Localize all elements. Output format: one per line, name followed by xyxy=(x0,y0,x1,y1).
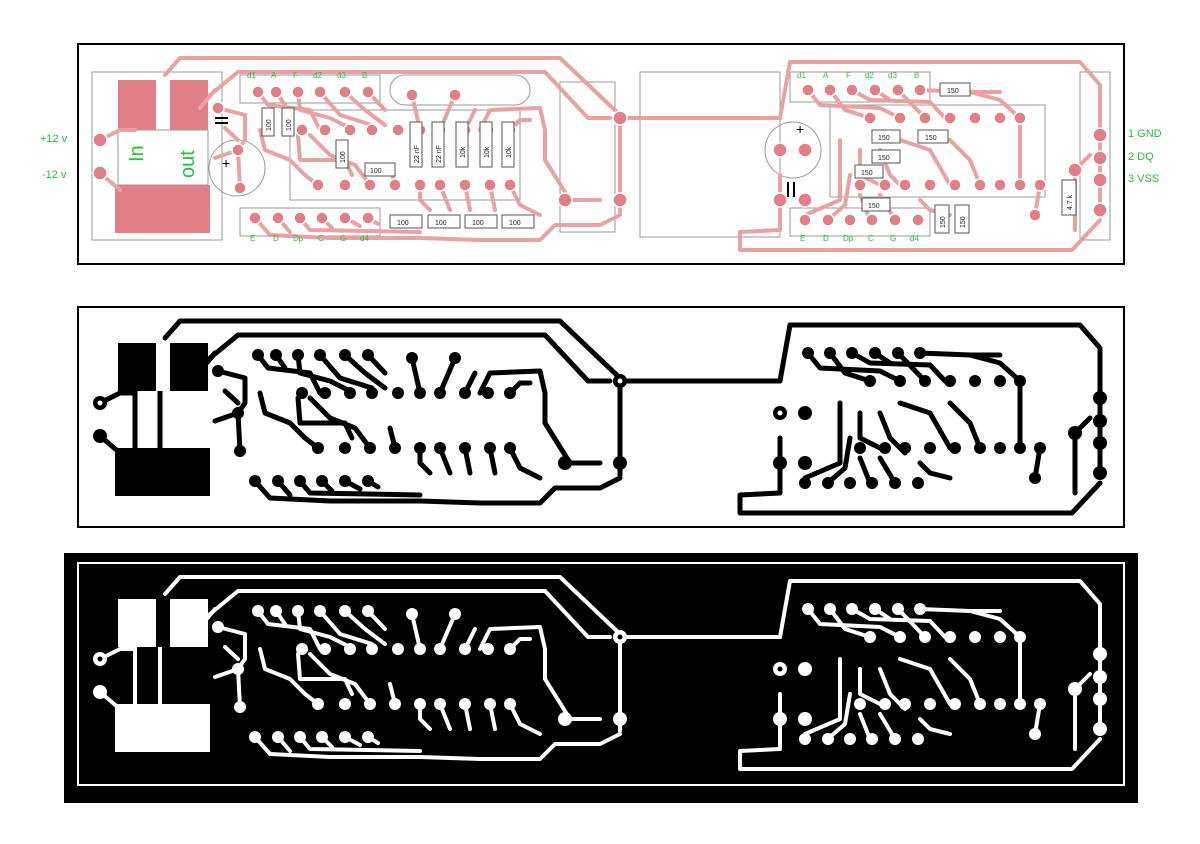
power-minus-label: -12 v xyxy=(42,169,67,181)
connector-pin-1: 1 GND xyxy=(1128,128,1162,140)
right-display-top-b: B xyxy=(914,71,919,80)
res-left-bottom-1: 100 xyxy=(397,220,409,227)
res-left-bottom-4: 100 xyxy=(509,220,521,227)
left-display-top-d3: d3 xyxy=(337,71,346,80)
regulator-out-label: out xyxy=(177,150,199,178)
res-right-v1: 150 xyxy=(940,216,947,228)
right-display-top-d2: d2 xyxy=(865,71,874,80)
left-display-top-f: F xyxy=(293,71,298,80)
panel-copper-inverted xyxy=(64,553,1138,803)
right-display-top-a: A xyxy=(823,71,829,80)
panel-copper-black xyxy=(77,306,1125,528)
res-left-mid-h: 100 xyxy=(370,168,382,175)
res-right-v2: 150 xyxy=(960,216,967,228)
right-display-bottom-c: C xyxy=(868,234,874,243)
left-display-bottom-dp: Dp xyxy=(293,234,304,243)
cap-22nf-b: 22 nF xyxy=(436,145,443,163)
res-right-3: 150 xyxy=(878,155,890,162)
res-10k-c: 10k xyxy=(506,146,513,158)
res-10k-b: 10k xyxy=(484,146,491,158)
res-left-bottom-2: 100 xyxy=(435,220,447,227)
left-display-top-a: A xyxy=(271,71,277,80)
cap-22nf-a: 22 nF xyxy=(414,145,421,163)
panel-silkscreen: + + xyxy=(77,43,1125,265)
left-display-bottom-d4: d4 xyxy=(360,234,369,243)
res-right-top: 150 xyxy=(947,88,959,95)
right-display-bottom-e: E xyxy=(800,234,805,243)
left-display-bottom-c: C xyxy=(318,234,324,243)
res-right-1: 150 xyxy=(878,135,890,142)
cap-plus-left: + xyxy=(222,155,230,171)
res-left-v-b: 100 xyxy=(286,119,293,131)
left-display-top-d2: d2 xyxy=(313,71,322,80)
res-pullup: 4.7 k xyxy=(1067,194,1074,210)
res-left-bottom-3: 100 xyxy=(472,220,484,227)
regulator-in-label: In xyxy=(126,145,148,162)
res-right-5: 150 xyxy=(868,203,880,210)
left-display-bottom-e: E xyxy=(250,234,255,243)
right-display-top-f: F xyxy=(846,71,851,80)
left-display-top-d1: d1 xyxy=(247,71,256,80)
res-10k-a: 10k xyxy=(460,146,467,158)
right-display-bottom-dp: Dp xyxy=(843,234,854,243)
right-display-top-d3: d3 xyxy=(888,71,897,80)
power-plus-label: +12 v xyxy=(40,133,68,145)
res-left-mid-v: 100 xyxy=(340,151,347,163)
connector-pin-2: 2 DQ xyxy=(1128,151,1154,163)
right-display-bottom-d: D xyxy=(823,234,829,243)
right-display-bottom-g: G xyxy=(890,234,896,243)
left-display-bottom-d: D xyxy=(273,234,279,243)
connector-pin-3: 3 VSS xyxy=(1128,173,1159,185)
left-display-top-b: B xyxy=(362,71,367,80)
res-right-4: 150 xyxy=(861,170,873,177)
res-right-2: 150 xyxy=(925,135,937,142)
cap-plus-right: + xyxy=(796,121,804,137)
left-display-bottom-g: G xyxy=(340,234,346,243)
res-left-v-a: 100 xyxy=(266,119,273,131)
right-display-bottom-d4: d4 xyxy=(910,234,919,243)
right-display-top-d1: d1 xyxy=(797,71,806,80)
